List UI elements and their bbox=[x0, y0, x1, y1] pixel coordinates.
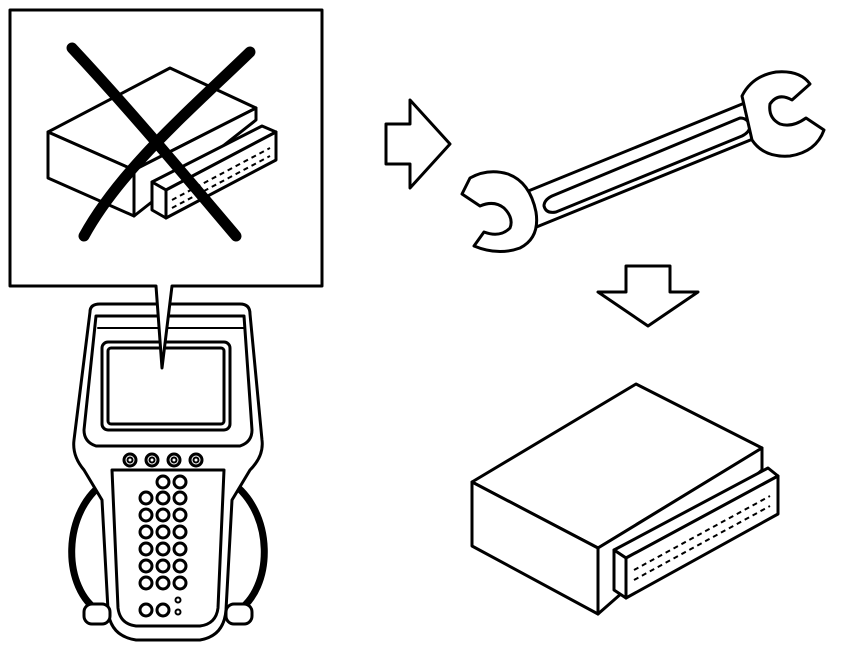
wrench-icon bbox=[460, 70, 826, 253]
right-arrow-icon bbox=[384, 98, 452, 190]
down-arrow-icon bbox=[596, 264, 700, 328]
crossed-out-module-icon bbox=[46, 42, 278, 242]
scan-tool-icon bbox=[68, 302, 268, 642]
scan-tool-function-keys bbox=[122, 452, 204, 468]
scan-tool-keypad bbox=[138, 474, 188, 618]
replacement-module-icon bbox=[470, 382, 780, 616]
